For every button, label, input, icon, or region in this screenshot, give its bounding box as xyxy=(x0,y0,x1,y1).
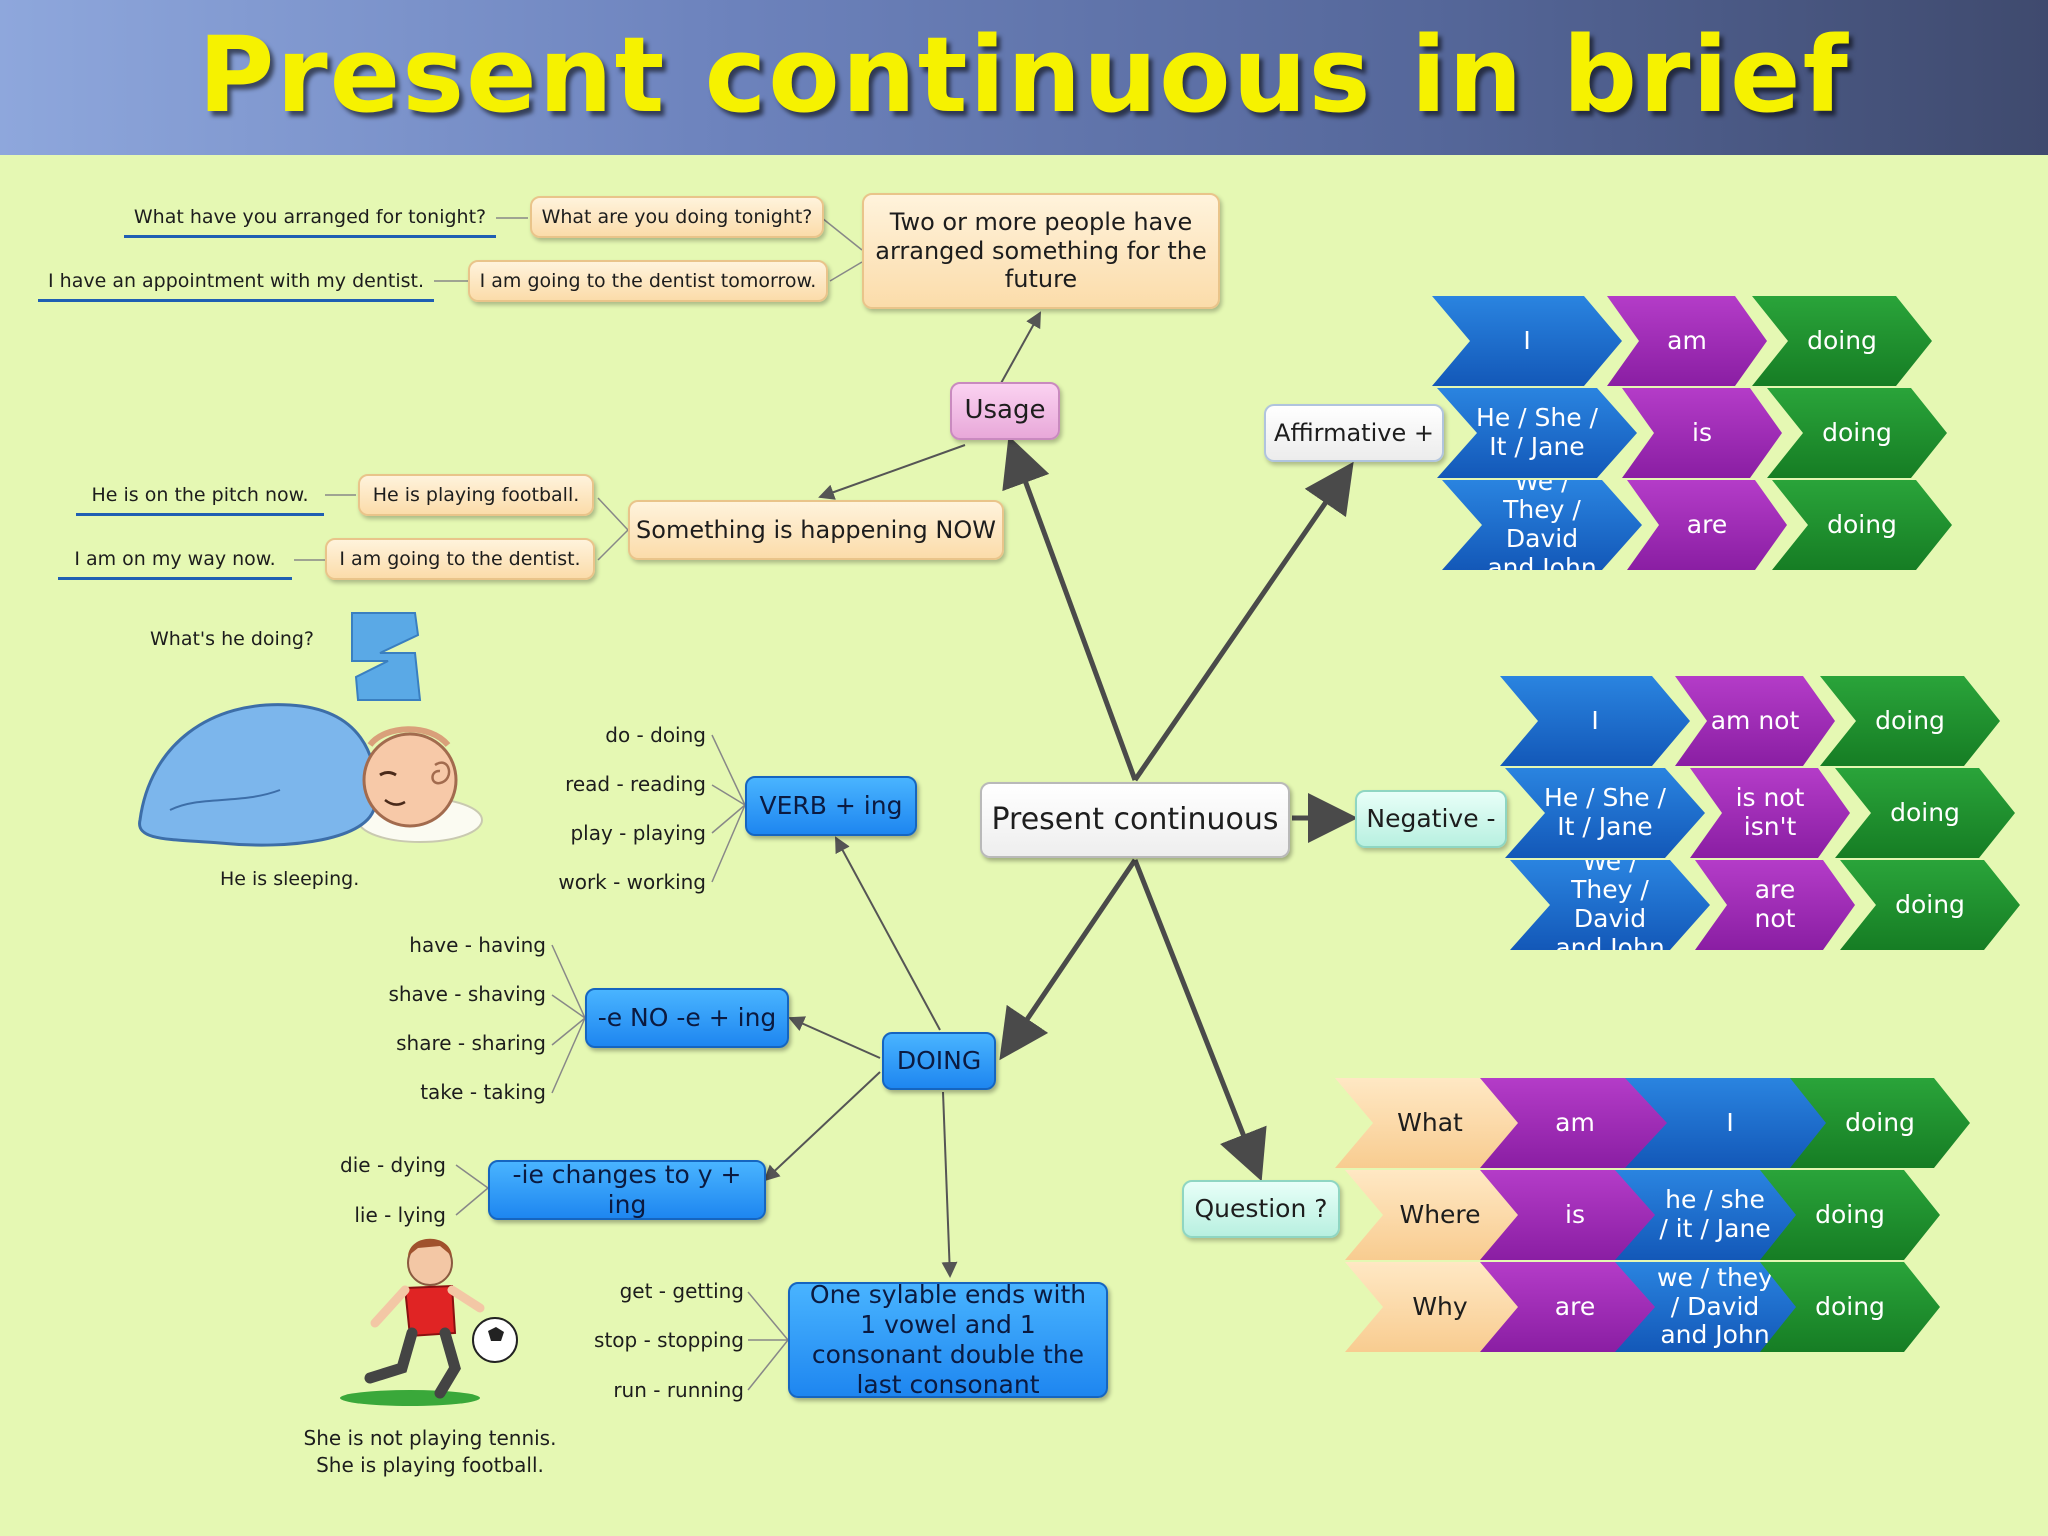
arrow-to-doing xyxy=(999,858,1138,1061)
rule-ie-to-y-example-2: lie - lying xyxy=(354,1203,446,1227)
rule-drop-e-example-1: have - having xyxy=(409,933,546,957)
rule-drop-e-example-4: take - taking xyxy=(420,1080,546,1104)
future-example-2: I am going to the dentist tomorrow. xyxy=(468,260,828,302)
arrow-usage-to-future xyxy=(999,311,1041,386)
arrow-doing-to-verb-ing xyxy=(835,836,941,1031)
neg-doing-1: doing xyxy=(1820,676,2000,766)
title-bar: Present continuous in brief xyxy=(0,0,2048,155)
future-context-2: I have an appointment with my dentist. xyxy=(38,272,434,302)
rule-double-consonant: One sylable ends with 1 vowel and 1 cons… xyxy=(788,1280,1108,1399)
football-caption-line-1: She is not playing tennis. xyxy=(303,1426,557,1450)
rule-verb-ing-example-1: do - doing xyxy=(605,723,706,747)
now-example-2: I am going to the dentist. xyxy=(325,538,595,580)
rule-double-example-3: run - running xyxy=(613,1378,744,1402)
now-context-1: He is on the pitch now. xyxy=(76,486,324,516)
rule-verb-ing-example-3: play - playing xyxy=(570,821,706,845)
doing-node: DOING xyxy=(882,1032,996,1090)
rule-verb-ing-example-4: work - working xyxy=(558,870,706,894)
rule-ie-to-y-example-1: die - dying xyxy=(340,1153,446,1177)
rule-ie-to-y: -ie changes to y + ing xyxy=(488,1160,766,1220)
rule-drop-e: -e NO -e + ing xyxy=(585,988,789,1048)
sleeping-answer: He is sleeping. xyxy=(220,868,360,890)
rule-verb-ing-example-2: read - reading xyxy=(565,772,706,796)
sleeping-question: What's he doing? xyxy=(150,628,315,650)
negative-node: Negative - xyxy=(1355,790,1507,848)
usage-node: Usage xyxy=(950,382,1060,440)
future-arrangement-node: Two or more people have arranged somethi… xyxy=(862,193,1220,309)
football-girl-illustration xyxy=(340,1238,518,1406)
future-context-1: What have you arranged for tonight? xyxy=(124,208,496,238)
arrow-to-usage xyxy=(1002,435,1138,781)
future-example-1: What are you doing tonight? xyxy=(530,196,824,238)
sleeping-boy-illustration xyxy=(138,612,483,847)
rule-verb-ing: VERB + ing xyxy=(745,776,917,836)
question-node: Question ? xyxy=(1182,1180,1340,1238)
page-title: Present continuous in brief xyxy=(198,14,1850,136)
rule-double-example-2: stop - stopping xyxy=(594,1328,744,1352)
rule-drop-e-example-2: shave - shaving xyxy=(388,982,546,1006)
center-node: Present continuous xyxy=(980,782,1290,858)
football-caption: She is not playing tennis. She is playin… xyxy=(290,1425,570,1479)
q-subject-1: I xyxy=(1625,1078,1835,1168)
q-doing-2: doing xyxy=(1760,1170,1940,1260)
happening-now-node: Something is happening NOW xyxy=(628,500,1004,560)
q-verb-1: am xyxy=(1480,1078,1670,1168)
football-caption-line-2: She is playing football. xyxy=(316,1453,544,1477)
rule-double-example-1: get - getting xyxy=(619,1279,744,1303)
arrow-to-question xyxy=(1132,859,1267,1182)
arrow-to-affirmative xyxy=(1132,461,1354,782)
affirmative-node: Affirmative + xyxy=(1264,404,1444,462)
arrow-doing-to-double-rule xyxy=(941,1091,958,1278)
now-context-2: I am on my way now. xyxy=(58,550,292,580)
rule-drop-e-example-3: share - sharing xyxy=(396,1031,546,1055)
arrow-doing-to-e-rule xyxy=(788,1016,881,1059)
now-example-1: He is playing football. xyxy=(358,474,594,516)
arrow-usage-to-now xyxy=(818,444,966,500)
arrow-doing-to-ie-rule xyxy=(763,1071,881,1182)
